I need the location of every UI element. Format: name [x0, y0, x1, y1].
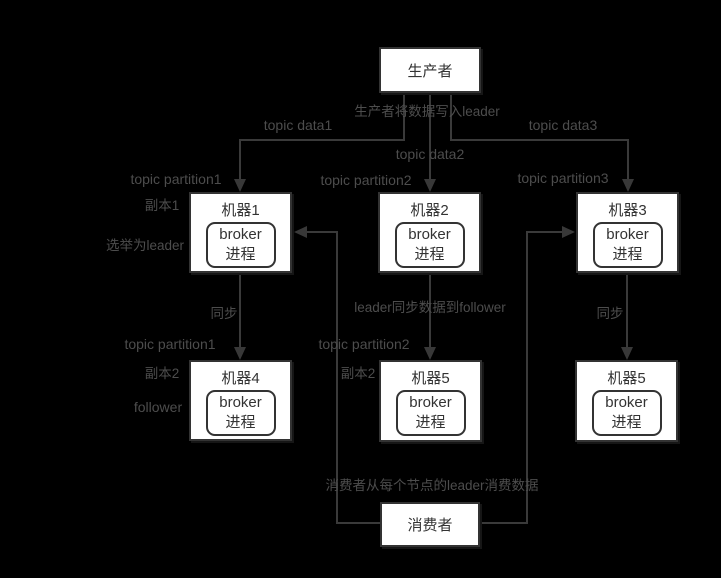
machine3-node: 机器3 broker 进程: [576, 192, 679, 273]
machine5b-node: 机器5 broker 进程: [575, 360, 678, 442]
arrowhead-into-machine1-top: [234, 179, 246, 192]
machine3-to-machine5b-sync-line: [626, 273, 628, 349]
process-label: 进程: [612, 246, 643, 263]
label-topic-partition2-bottom: topic partition2: [318, 336, 410, 352]
machine2-node: 机器2 broker 进程: [378, 192, 481, 273]
machine2-to-machine5-sync-line: [429, 273, 431, 349]
broker-label: broker: [409, 394, 452, 411]
arrowhead-into-machine5-top: [424, 347, 436, 360]
process-label: 进程: [415, 414, 446, 431]
label-topic-data2: topic data2: [395, 146, 465, 162]
machine5-broker-process-box: broker 进程: [395, 390, 466, 436]
producer-to-machine2-line: [429, 93, 431, 180]
producer-right-branch-line: [450, 139, 629, 141]
label-replica2-left: 副本2: [144, 366, 180, 381]
producer-node: 生产者: [379, 47, 481, 93]
broker-label: broker: [605, 394, 648, 411]
arrowhead-into-machine3-left: [562, 226, 575, 238]
label-sync-right: 同步: [596, 306, 624, 321]
broker-label: broker: [606, 226, 649, 243]
arrowhead-into-machine1-right: [294, 226, 307, 238]
process-label: 进程: [225, 246, 256, 263]
machine4-title: 机器4: [221, 370, 260, 387]
producer-label: 生产者: [407, 62, 453, 80]
label-consumer-consumes-from-leaders: 消费者从每个节点的leader消费数据: [325, 478, 539, 493]
machine1-title: 机器1: [221, 202, 260, 219]
process-label: 进程: [225, 414, 256, 431]
arrowhead-into-machine4-top: [234, 347, 246, 360]
machine2-broker-process-box: broker 进程: [394, 222, 465, 268]
consumer-to-machine3-line: [526, 232, 528, 524]
broker-label: broker: [408, 226, 451, 243]
arrowhead-into-machine2-top: [424, 179, 436, 192]
machine5-title: 机器5: [411, 370, 450, 387]
machine4-node: 机器4 broker 进程: [189, 360, 292, 441]
arrowhead-into-machine3-top: [622, 179, 634, 192]
label-topic-partition1-top: topic partition1: [130, 171, 222, 187]
consumer-node: 消费者: [380, 502, 480, 547]
machine1-to-machine4-sync-line: [239, 273, 241, 349]
label-topic-partition2-top: topic partition2: [320, 172, 412, 188]
consumer-to-machine3-line: [480, 522, 528, 524]
producer-to-machine1-line: [239, 140, 241, 181]
broker-label: broker: [219, 394, 262, 411]
producer-left-branch-line: [239, 139, 405, 141]
machine3-title: 机器3: [608, 202, 647, 219]
producer-left-branch-line: [403, 93, 405, 140]
label-elected-as-leader: 选举为leader: [105, 238, 185, 253]
label-topic-data3: topic data3: [528, 117, 598, 133]
consumer-to-machine1-line: [336, 522, 380, 524]
producer-right-branch-line: [450, 93, 452, 141]
machine3-broker-process-box: broker 进程: [592, 222, 663, 268]
label-topic-data1: topic data1: [263, 117, 333, 133]
consumer-to-machine3-line: [526, 231, 563, 233]
process-label: 进程: [611, 414, 642, 431]
broker-label: broker: [219, 226, 262, 243]
machine5b-broker-process-box: broker 进程: [591, 390, 662, 436]
label-replica2-middle: 副本2: [340, 366, 376, 381]
label-sync-left: 同步: [210, 306, 238, 321]
machine4-broker-process-box: broker 进程: [205, 390, 276, 436]
label-producer-writes-to-leader: 生产者将数据写入leader: [354, 104, 500, 119]
label-topic-partition3: topic partition3: [517, 170, 609, 186]
machine5-node: 机器5 broker 进程: [379, 360, 482, 442]
machine2-title: 机器2: [410, 202, 449, 219]
consumer-to-machine1-line: [307, 231, 338, 233]
machine1-broker-process-box: broker 进程: [205, 222, 276, 268]
process-label: 进程: [414, 246, 445, 263]
label-topic-partition1-bottom: topic partition1: [124, 336, 216, 352]
machine5b-title: 机器5: [607, 370, 646, 387]
machine1-node: 机器1 broker 进程: [189, 192, 292, 273]
label-follower: follower: [133, 399, 183, 415]
arrowhead-into-machine5b-top: [621, 347, 633, 360]
producer-to-machine3-line: [627, 140, 629, 181]
consumer-to-machine1-line: [336, 232, 338, 524]
consumer-label: 消费者: [407, 517, 453, 534]
label-replica1: 副本1: [144, 198, 180, 213]
label-leader-syncs-to-follower: leader同步数据到follower: [354, 300, 506, 315]
